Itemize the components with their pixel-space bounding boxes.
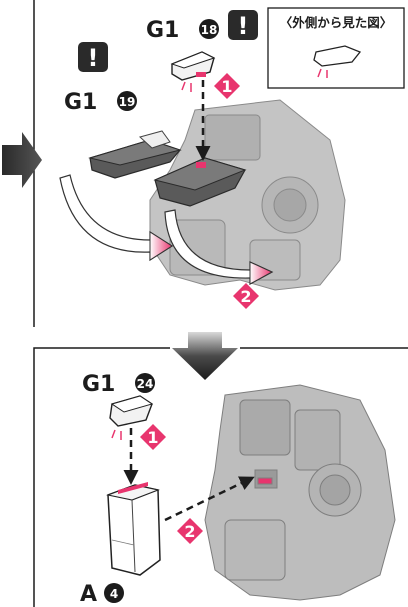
label-g1-24: G1 24 xyxy=(82,372,155,397)
svg-text:G1: G1 xyxy=(146,18,179,43)
part-a4 xyxy=(108,482,160,575)
label-g1-19: G1 19 xyxy=(64,90,137,115)
warning-icon-g1-18: ! xyxy=(228,10,258,40)
step-transition-arrow xyxy=(172,332,238,380)
svg-text:A: A xyxy=(80,582,97,607)
step1-marker-2: 2 xyxy=(233,283,259,309)
step-entry-arrow xyxy=(2,132,42,188)
svg-text:!: ! xyxy=(88,44,99,72)
svg-text:2: 2 xyxy=(184,522,195,541)
step2-marker-1: 1 xyxy=(140,424,166,450)
svg-text:18: 18 xyxy=(201,23,218,37)
inset-caption: 〈外側から見た図〉 xyxy=(280,15,393,30)
label-a4: A 4 xyxy=(80,582,124,607)
svg-text:2: 2 xyxy=(240,287,251,306)
step2-marker-2: 2 xyxy=(177,518,203,544)
part-g1-18 xyxy=(172,52,214,92)
warning-icon-g1-19: ! xyxy=(78,42,108,72)
svg-text:G1: G1 xyxy=(64,90,97,115)
inset-outside-view: 〈外側から見た図〉 xyxy=(268,8,404,88)
svg-text:19: 19 xyxy=(119,95,136,109)
svg-text:4: 4 xyxy=(110,587,118,601)
part-g1-19 xyxy=(90,131,180,178)
step1-panel: 1 2 ! ! G1 18 G1 19 xyxy=(2,0,408,327)
svg-text:G1: G1 xyxy=(82,372,115,397)
step2-panel: 1 2 G1 24 A 4 xyxy=(34,348,408,607)
step1-marker-1: 1 xyxy=(214,73,240,99)
svg-text:24: 24 xyxy=(137,377,154,391)
svg-text:1: 1 xyxy=(147,428,158,447)
robot-torso-step2 xyxy=(205,385,395,600)
svg-text:!: ! xyxy=(238,12,249,40)
svg-text:1: 1 xyxy=(221,77,232,96)
label-g1-18: G1 18 xyxy=(146,18,219,43)
